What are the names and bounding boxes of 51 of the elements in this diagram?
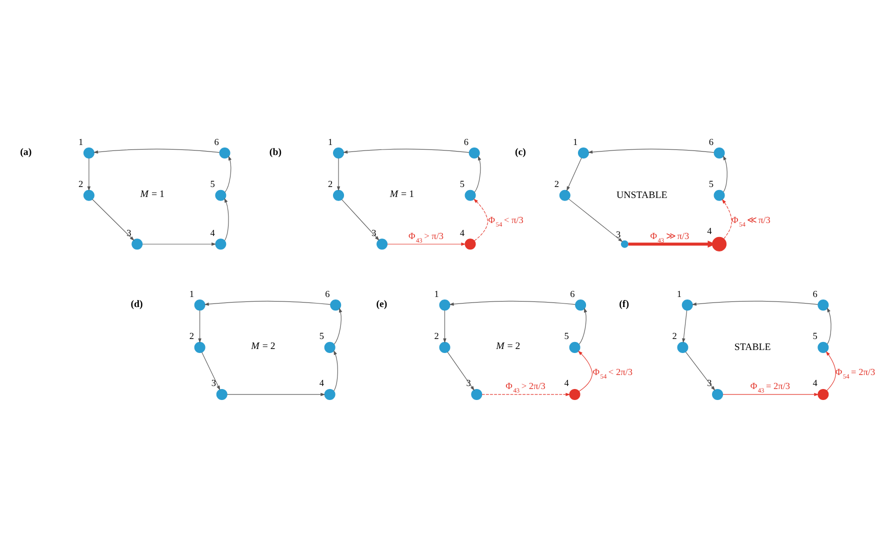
- node-label: 1: [328, 137, 333, 148]
- label: (a): [20, 146, 32, 158]
- edge-label: Φ$_{54}$ < π/3: [488, 216, 524, 228]
- label: UNSTABLE: [616, 189, 668, 200]
- label: STABLE: [734, 341, 771, 352]
- node-label: 6: [570, 289, 575, 300]
- label: (d): [130, 298, 143, 310]
- label: (f): [619, 298, 630, 310]
- node-label: 2: [434, 332, 439, 342]
- edge-label: Φ$_{43}$ ≫ π/3: [650, 231, 690, 244]
- node-label: 5: [708, 180, 714, 190]
- edge-label: Φ$_{54}$ < 2π/3: [592, 368, 632, 380]
- node-label: 5: [812, 332, 818, 342]
- node-label: 2: [189, 332, 194, 342]
- node-label: 4: [460, 228, 464, 238]
- node-label: 4: [812, 378, 818, 389]
- node-label: 3: [616, 230, 621, 240]
- edge-label: Φ$_{43}$ > 2π/3: [506, 382, 546, 394]
- node-label: 6: [708, 137, 714, 148]
- node-label: 5: [319, 332, 324, 342]
- node-label: 4: [707, 226, 712, 237]
- node-label: 6: [214, 137, 219, 148]
- node-label: 6: [325, 289, 330, 300]
- node-label: 2: [554, 180, 560, 190]
- node-label: 6: [812, 289, 818, 300]
- node-label: 2: [78, 180, 84, 190]
- node-label: 2: [672, 332, 677, 342]
- edge-label: Φ$_{54}$ ≪ π/3: [731, 216, 770, 228]
- label: (b): [269, 146, 282, 158]
- edge-label: Φ$_{43}$ = 2π/3: [750, 382, 790, 394]
- node-label: 2: [328, 180, 333, 190]
- label: M = 2: [496, 340, 520, 352]
- label: M = 1: [390, 188, 414, 200]
- edge-label: Φ$_{43}$ > π/3: [408, 231, 444, 244]
- node-label: 5: [460, 180, 464, 190]
- node-label: 6: [464, 137, 469, 148]
- node-label: 4: [319, 378, 324, 389]
- label: (c): [514, 146, 526, 158]
- node-label: 3: [211, 378, 216, 389]
- node-label: 1: [676, 289, 682, 300]
- node-label: 1: [78, 137, 84, 148]
- node-label: 4: [564, 378, 569, 389]
- label: (e): [376, 298, 388, 310]
- node-label: 5: [564, 332, 569, 342]
- node-label: 1: [434, 289, 439, 300]
- label: M = 2: [251, 340, 276, 352]
- node-label: 1: [189, 289, 194, 300]
- node-label: 1: [573, 137, 578, 148]
- label: M = 1: [140, 188, 164, 200]
- node-label: 5: [210, 180, 215, 190]
- node-label: 4: [210, 228, 215, 238]
